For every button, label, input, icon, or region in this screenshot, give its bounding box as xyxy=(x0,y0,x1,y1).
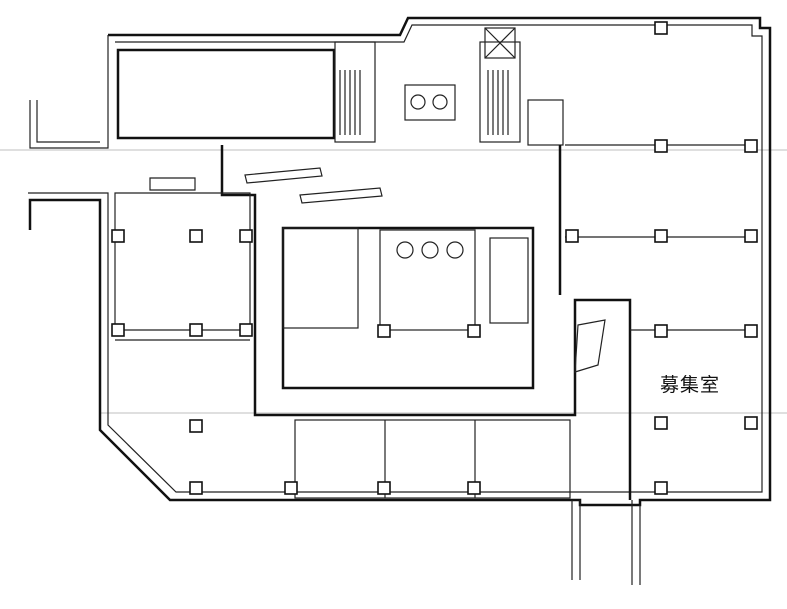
column xyxy=(377,324,391,338)
column xyxy=(467,481,481,495)
central-core xyxy=(281,226,535,390)
column xyxy=(377,481,391,495)
columns xyxy=(111,21,758,495)
column xyxy=(654,416,668,430)
outer-wall-inner xyxy=(28,24,763,493)
column xyxy=(239,323,253,337)
column xyxy=(744,416,758,430)
service-room xyxy=(527,99,564,146)
stair xyxy=(479,41,521,143)
column xyxy=(189,419,203,433)
column xyxy=(565,229,579,243)
room-west xyxy=(114,192,251,331)
column xyxy=(239,229,253,243)
column xyxy=(744,324,758,338)
outer-wall xyxy=(28,16,772,507)
stair xyxy=(574,319,606,373)
column xyxy=(189,323,203,337)
room xyxy=(282,227,359,329)
elevator-icon xyxy=(421,241,439,259)
column xyxy=(111,323,125,337)
room-south xyxy=(294,419,571,499)
elevator-bank xyxy=(379,229,476,331)
elevator-hall xyxy=(404,84,456,121)
stair-treads xyxy=(339,70,509,135)
stair xyxy=(149,177,196,191)
column xyxy=(654,139,668,153)
column xyxy=(654,481,668,495)
column xyxy=(189,229,203,243)
escalator xyxy=(244,167,323,184)
wall xyxy=(36,100,100,143)
wall xyxy=(29,35,109,149)
column xyxy=(654,324,668,338)
column xyxy=(111,229,125,243)
column xyxy=(467,324,481,338)
stair xyxy=(489,237,529,324)
column xyxy=(654,21,668,35)
shaft-cross xyxy=(484,27,516,59)
column xyxy=(189,481,203,495)
column xyxy=(744,229,758,243)
elevator-icon xyxy=(432,94,448,110)
stair xyxy=(334,41,376,143)
corridor-wall xyxy=(220,145,632,500)
elevator-icon xyxy=(446,241,464,259)
room-top-left xyxy=(116,48,336,140)
column xyxy=(744,139,758,153)
column xyxy=(654,229,668,243)
vacant-room-label: 募集室 xyxy=(660,374,721,396)
column xyxy=(284,481,298,495)
escalator xyxy=(299,187,383,204)
elevator-icon xyxy=(396,241,414,259)
exit-wall xyxy=(571,500,641,585)
elevator-icon xyxy=(410,94,426,110)
shaft xyxy=(484,27,516,59)
